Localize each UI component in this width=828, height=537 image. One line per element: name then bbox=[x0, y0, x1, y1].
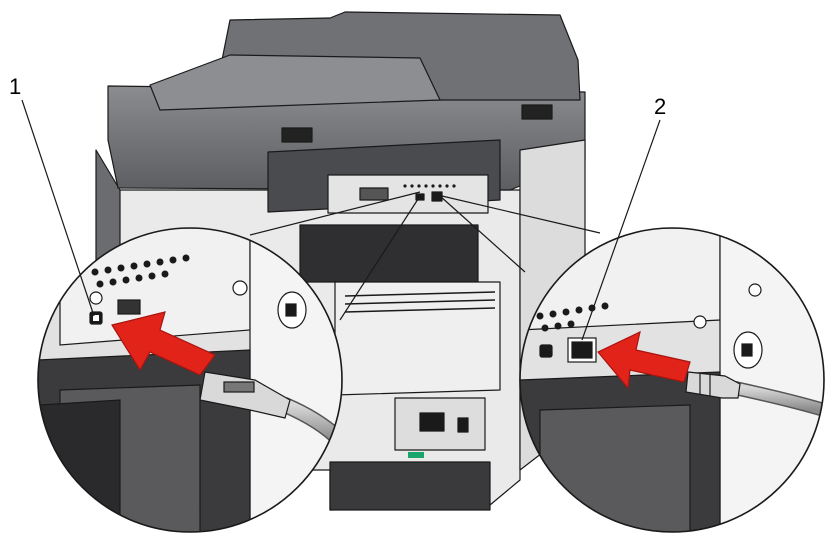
zoom-lines bbox=[249, 191, 601, 321]
adf-tray bbox=[149, 54, 441, 111]
ethernet-port-icon bbox=[567, 337, 597, 363]
ethernet-cable-icon bbox=[685, 371, 824, 417]
power-switch bbox=[457, 417, 469, 433]
usb-detail-circle bbox=[37, 227, 343, 533]
usb-vent-dots bbox=[91, 254, 190, 288]
power-socket bbox=[419, 412, 445, 432]
duplex-vents bbox=[344, 291, 496, 313]
usb-port-icon bbox=[89, 291, 103, 325]
ethernet-vent-dots bbox=[536, 302, 609, 332]
callout-2-leader bbox=[581, 119, 661, 341]
green-latch bbox=[408, 452, 424, 458]
connector-plate bbox=[327, 174, 489, 214]
callout-2-label: 2 bbox=[654, 94, 667, 119]
right-hinge bbox=[521, 104, 553, 120]
left-hinge bbox=[281, 127, 313, 143]
rear-duplex bbox=[334, 281, 501, 396]
callout-1-label: 1 bbox=[9, 74, 22, 99]
callout-leaders bbox=[21, 99, 661, 341]
callout-1-leader bbox=[21, 99, 95, 317]
vent-dots bbox=[403, 184, 456, 188]
insert-arrow-icon-2 bbox=[597, 330, 691, 390]
ethernet-detail-circle bbox=[519, 227, 825, 533]
network-card-slot bbox=[359, 187, 389, 201]
bottom-tray bbox=[329, 461, 491, 511]
rear-door bbox=[299, 224, 479, 283]
insert-arrow-icon bbox=[111, 311, 216, 376]
